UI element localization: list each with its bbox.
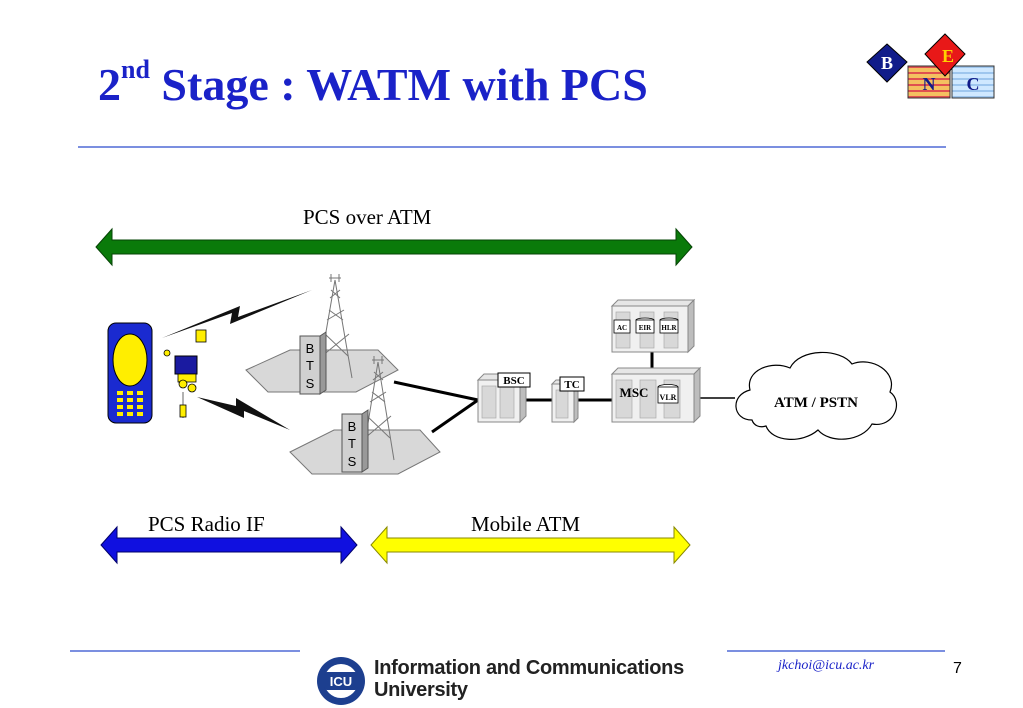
- bnec-logo: B N E C: [866, 33, 995, 99]
- title-rest: Stage : WATM with PCS: [149, 59, 648, 110]
- tc-node: TC: [550, 376, 585, 424]
- bnec-letter-e: E: [942, 46, 954, 66]
- title-divider: [78, 146, 946, 148]
- ac-label: AC: [617, 324, 627, 332]
- university-name-line1: Information and Communications: [374, 657, 684, 679]
- radio-link-lower-icon: [197, 397, 290, 430]
- terminal-device-icon: [163, 329, 207, 418]
- bts-upper-letter-t: T: [306, 358, 314, 373]
- university-name-line2: University: [374, 679, 468, 701]
- vlr-label: VLR: [660, 393, 677, 402]
- bnec-letter-b: B: [881, 53, 893, 73]
- bts-upper-letter-b: B: [306, 341, 315, 356]
- pcs-radio-if-arrow: [100, 525, 358, 565]
- bts-lower-letter-t: T: [348, 436, 356, 451]
- bsc-node: BSC: [476, 372, 531, 424]
- icu-logo-icon: ICU: [317, 657, 365, 705]
- pcs-over-atm-arrow: [95, 227, 693, 267]
- msc-label: MSC: [620, 385, 649, 400]
- page-number: 7: [953, 660, 962, 677]
- bnec-letter-n: N: [923, 74, 936, 94]
- footer-divider-left: [70, 650, 300, 652]
- bsc-label: BSC: [503, 375, 524, 387]
- title-superscript: nd: [121, 55, 150, 84]
- cloud-label: ATM / PSTN: [774, 395, 858, 411]
- hlr-label: HLR: [661, 324, 677, 332]
- pcs-radio-if-label: PCS Radio IF: [148, 512, 265, 536]
- university-name: Information and Communications Universit…: [374, 657, 684, 701]
- slide-title: 2nd Stage : WATM with PCS: [98, 55, 648, 111]
- title-main: 2: [98, 59, 121, 110]
- mobile-phone-icon: [107, 322, 153, 424]
- pcs-over-atm-label: PCS over ATM: [303, 205, 432, 229]
- bts-lower: B T S: [289, 356, 441, 475]
- bts-upper: B T S: [245, 274, 399, 395]
- footer-divider-right: [727, 650, 945, 652]
- msc-node: MSC VLR: [610, 366, 702, 424]
- atm-pstn-cloud: ATM / PSTN: [735, 351, 898, 440]
- mobile-atm-arrow: [370, 525, 691, 565]
- author-email: jkchoi@icu.ac.kr: [778, 658, 875, 673]
- bts-upper-letter-s: S: [306, 376, 315, 391]
- ac-eir-hlr-cabinet: AC EIR HLR: [610, 298, 696, 354]
- bts-lower-letter-b: B: [348, 419, 357, 434]
- tc-label: TC: [564, 379, 579, 391]
- bts-lower-letter-s: S: [348, 454, 357, 469]
- bnec-letter-c: C: [967, 74, 980, 94]
- mobile-atm-label: Mobile ATM: [471, 512, 581, 536]
- radio-link-upper-icon: [162, 290, 312, 338]
- eir-label: EIR: [639, 324, 652, 332]
- icu-logo-text: ICU: [330, 674, 352, 689]
